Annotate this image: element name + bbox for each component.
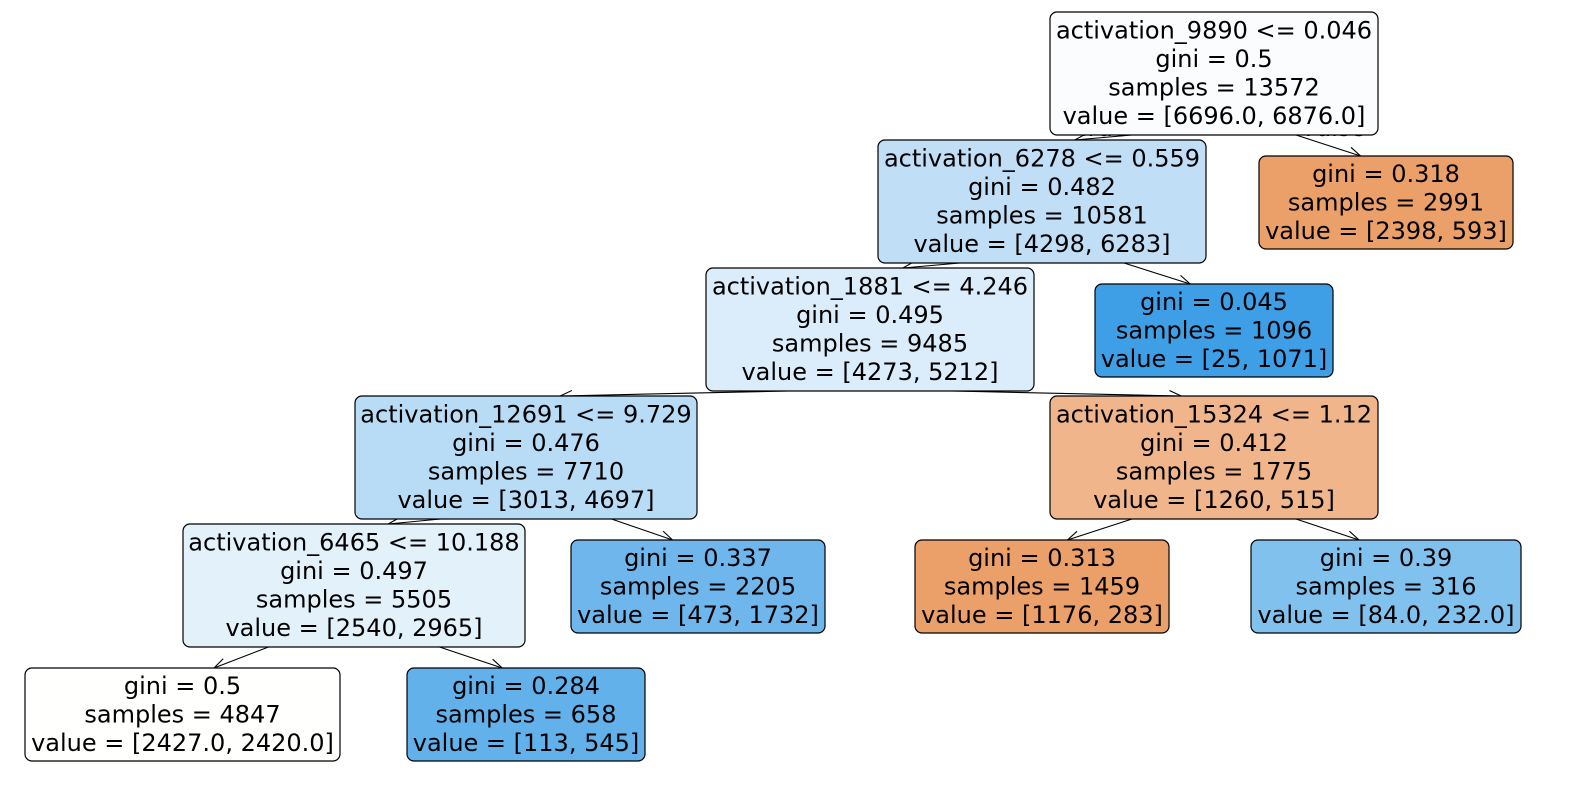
node-text-line: samples = 658 xyxy=(436,700,617,728)
edge-n3-to-leaf-2205 xyxy=(611,518,673,541)
node-box xyxy=(914,539,1170,634)
node-box xyxy=(570,539,826,634)
edge-n5-to-leaf-4847 xyxy=(213,646,269,669)
node-text-line: activation_9890 <= 0.046 xyxy=(1056,17,1372,45)
node-text-line: samples = 2205 xyxy=(600,572,796,600)
node-text-line: samples = 316 xyxy=(1296,572,1477,600)
node-text-line: gini = 0.497 xyxy=(280,557,428,585)
node-text-line: value = [4273, 5212] xyxy=(741,358,998,386)
node-text-line: gini = 0.318 xyxy=(1312,160,1460,188)
edge-n1-to-n2 xyxy=(902,262,961,269)
node-text-line: value = [2398, 593] xyxy=(1265,217,1507,245)
edge-root-to-n1 xyxy=(1074,134,1133,141)
node-text-line: gini = 0.337 xyxy=(624,544,772,572)
edge-n3-to-n5 xyxy=(388,518,441,525)
node-text-line: samples = 1459 xyxy=(944,572,1140,600)
node-box xyxy=(354,395,698,520)
node-text-line: activation_6465 <= 10.188 xyxy=(188,529,519,557)
node-text-line: value = [84.0, 232.0] xyxy=(1257,601,1514,629)
node-text-line: value = [1260, 515] xyxy=(1093,486,1335,514)
node-text-line: value = [3013, 4697] xyxy=(397,486,654,514)
edge-n5-to-leaf-658 xyxy=(439,646,503,669)
node-text-line: gini = 0.5 xyxy=(124,672,241,700)
node-box xyxy=(24,667,341,762)
node-text-line: gini = 0.5 xyxy=(1155,45,1272,73)
node-text-line: samples = 13572 xyxy=(1108,74,1319,102)
node-box xyxy=(1258,155,1514,250)
node-text-line: samples = 1096 xyxy=(1116,316,1312,344)
node-text-line: gini = 0.045 xyxy=(1140,288,1288,316)
node-text-line: gini = 0.482 xyxy=(968,173,1116,201)
edge-n2-to-n4 xyxy=(951,390,1182,397)
edge-root-to-leaf-2991 xyxy=(1295,134,1361,157)
node-box xyxy=(1049,11,1379,136)
node-text-line: gini = 0.284 xyxy=(452,672,600,700)
node-box xyxy=(705,267,1035,392)
node-text-line: activation_1881 <= 4.246 xyxy=(712,273,1028,301)
node-text-line: samples = 5505 xyxy=(256,586,452,614)
node-text-line: gini = 0.39 xyxy=(1320,544,1453,572)
node-text-line: value = [2540, 2965] xyxy=(225,614,482,642)
node-text-line: activation_15324 <= 1.12 xyxy=(1056,401,1372,429)
edge-n4-to-leaf-316 xyxy=(1295,518,1360,541)
edge-n4-to-leaf-1459 xyxy=(1067,518,1133,541)
node-box xyxy=(1250,539,1522,634)
node-text-line: samples = 2991 xyxy=(1288,188,1484,216)
node-text-line: samples = 7710 xyxy=(428,458,624,486)
node-box xyxy=(1049,395,1379,520)
node-text-line: samples = 9485 xyxy=(772,330,968,358)
node-text-line: value = [2427.0, 2420.0] xyxy=(31,729,334,757)
node-text-line: activation_6278 <= 0.559 xyxy=(884,145,1200,173)
node-text-line: gini = 0.313 xyxy=(968,544,1116,572)
node-text-line: value = [25, 1071] xyxy=(1101,345,1328,373)
node-text-line: samples = 4847 xyxy=(84,700,280,728)
edge-n1-to-leaf-1096 xyxy=(1123,262,1191,285)
node-text-line: value = [473, 1732] xyxy=(577,601,819,629)
node-text-line: gini = 0.495 xyxy=(796,301,944,329)
node-box xyxy=(406,667,646,762)
node-text-line: value = [4298, 6283] xyxy=(913,230,1170,258)
node-box xyxy=(182,523,526,648)
node-box xyxy=(1094,283,1334,378)
node-box xyxy=(877,139,1207,264)
node-text-line: activation_12691 <= 9.729 xyxy=(360,401,691,429)
node-text-line: value = [6696.0, 6876.0] xyxy=(1063,102,1366,130)
node-text-line: samples = 10581 xyxy=(936,202,1147,230)
node-text-line: gini = 0.476 xyxy=(452,429,600,457)
node-text-line: value = [1176, 283] xyxy=(921,601,1163,629)
node-text-line: gini = 0.412 xyxy=(1140,429,1288,457)
node-text-line: value = [113, 545] xyxy=(413,729,640,757)
edge-n2-to-n3 xyxy=(560,390,789,397)
node-text-line: samples = 1775 xyxy=(1116,458,1312,486)
